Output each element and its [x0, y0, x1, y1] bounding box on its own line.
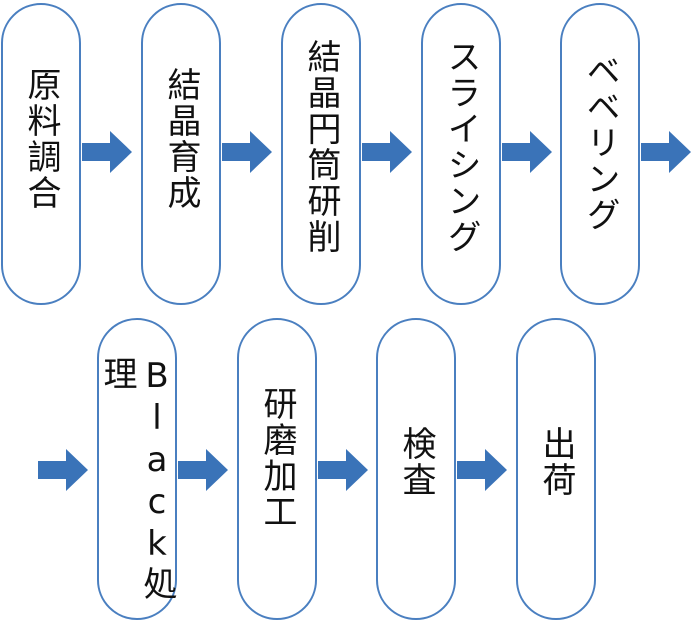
step-crystal-growth: 結晶育成	[141, 3, 221, 305]
step-slicing: スライシング	[421, 3, 501, 305]
flow-arrow-right	[82, 131, 132, 173]
flow-arrow-right	[502, 131, 552, 173]
step-cylindrical-grinding: 結晶円筒研削	[281, 3, 361, 305]
step-label: ベベリング	[580, 53, 620, 233]
flow-arrow-right	[318, 449, 368, 491]
step-beveling: ベベリング	[560, 3, 640, 305]
flow-arrow-continue	[641, 131, 691, 173]
step-label: 結晶育成	[161, 67, 201, 211]
step-polishing: 研磨加工	[237, 318, 317, 620]
step-label: 出荷	[536, 426, 576, 498]
flow-arrow-right	[178, 449, 228, 491]
step-inspection: 検査	[376, 318, 456, 620]
step-label: 研磨加工	[257, 386, 297, 530]
step-raw-material-mixing: 原料調合	[1, 3, 81, 305]
flow-arrow-right	[362, 131, 412, 173]
flow-arrow-continue	[38, 449, 88, 491]
step-shipping: 出荷	[516, 318, 596, 620]
step-label: スライシング	[441, 39, 481, 255]
step-label: 検査	[396, 426, 436, 498]
flow-arrow-right	[222, 131, 272, 173]
flow-arrow-right	[457, 449, 507, 491]
step-black-treatment: Black処理	[97, 318, 177, 620]
step-label: 原料調合	[21, 67, 61, 211]
step-label: Black処理	[97, 356, 177, 602]
step-label: 結晶円筒研削	[301, 39, 341, 255]
